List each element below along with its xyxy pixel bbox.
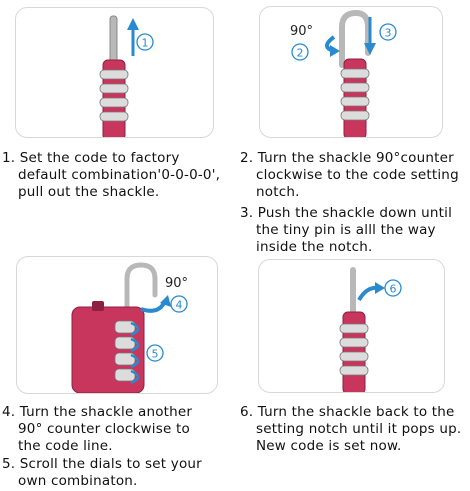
step-5-caption: 5. Scroll the dials to set your own comb… [2, 456, 202, 490]
step-6-line-3: New code is set now. [256, 438, 402, 454]
step-6-line-2: setting notch until it pops up. [256, 421, 462, 437]
step-2-angle: 90° [290, 24, 313, 39]
step-1-caption: 1. Set the code to factory default combi… [2, 150, 220, 201]
step-2-line-1: 2. Turn the shackle 90°counter [240, 150, 454, 166]
step-3-line-3: inside the notch. [256, 239, 373, 255]
step-4-line-1: 4. Turn the shackle another [2, 404, 193, 420]
step-3-badge: 3 [385, 27, 392, 40]
step-5-line-2: own combinaton. [18, 473, 138, 489]
step-1-badge: 1 [142, 37, 149, 50]
step-5-line-1: 5. Scroll the dials to set your [2, 456, 202, 472]
lock-reset-illustration: 6 [339, 267, 402, 392]
step-3-line-1: 3. Push the shackle down until [240, 205, 453, 221]
step-3-line-2: the tiny pin is alll the way [256, 222, 436, 238]
step-1-line-2: default combination'0-0-0-0', [18, 167, 221, 183]
step-6-caption: 6. Turn the shackle back to the setting … [240, 404, 461, 455]
step-4-badge: 4 [176, 299, 183, 312]
step-1-panel: 1 [15, 7, 214, 138]
step-4-angle: 90° [165, 276, 188, 291]
step-6-badge: 6 [390, 283, 397, 296]
step-1-line-3: pull out the shackle. [18, 184, 160, 200]
step-6-line-1: 6. Turn the shackle back to the [240, 404, 455, 420]
lock-side-illustration: 90° 4 5 [71, 262, 188, 393]
step-2-line-2: clockwise to the code setting [256, 167, 459, 183]
step-1-line-1: 1. Set the code to factory [2, 150, 180, 166]
step-4-line-3: the code line. [18, 438, 113, 454]
lock-turn-illustration: 90° 2 3 [290, 9, 397, 137]
step-2-caption: 2. Turn the shackle 90°counter clockwise… [240, 150, 459, 201]
step-4-line-2: 90° counter clockwise to [18, 421, 190, 437]
step-5-badge: 5 [152, 348, 159, 361]
step-4-caption: 4. Turn the shackle another 90° counter … [2, 404, 192, 455]
step-6-panel: 6 [258, 259, 445, 393]
step-2-line-3: notch. [256, 184, 300, 200]
step-2-badge: 2 [297, 47, 304, 60]
step-3-caption: 3. Push the shackle down until the tiny … [240, 205, 452, 256]
step-4-5-panel: 90° 4 5 [16, 256, 218, 394]
lock-vertical-illustration: 1 [99, 15, 154, 137]
step-2-3-panel: 90° 2 3 [259, 6, 443, 138]
